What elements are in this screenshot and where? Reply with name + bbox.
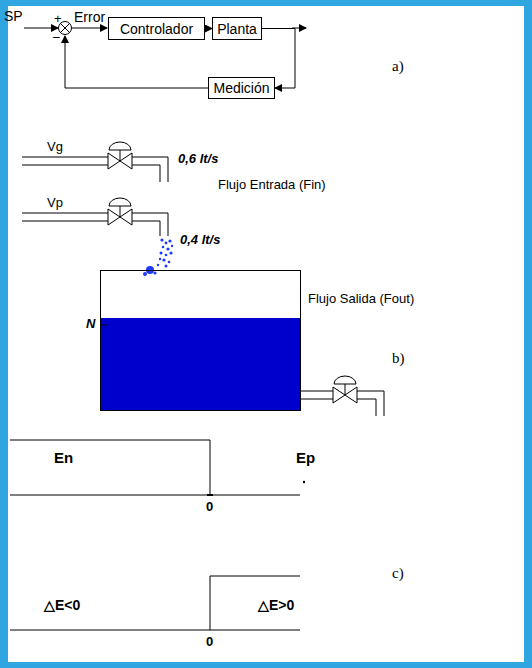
region-name: △E<0	[44, 598, 80, 613]
signal-name: Error	[74, 10, 105, 25]
region-name: Ep	[296, 450, 315, 467]
region-name: △E>0	[258, 598, 294, 613]
panel-letter: a)	[392, 58, 404, 75]
axis-origin: 0	[206, 635, 213, 649]
box-text: Medición	[213, 80, 269, 96]
controller-box: Controlador	[108, 17, 205, 40]
valve-name: Vg	[47, 140, 63, 154]
valve-name: Vp	[47, 196, 63, 210]
flow-name: Flujo Salida (Fout)	[308, 292, 414, 306]
box-text: Planta	[217, 21, 257, 37]
sign-mark: +	[54, 12, 62, 26]
sign-mark: −	[52, 30, 60, 45]
box-text: Controlador	[120, 21, 193, 37]
signal-connector	[205, 28, 212, 29]
panel-letter: c)	[392, 565, 404, 582]
region-name: En	[54, 450, 73, 467]
plant-box: Planta	[212, 17, 262, 40]
axis-origin: 0	[206, 500, 213, 514]
signal-name: SP	[4, 9, 23, 24]
flow-rate: 0,4 lt/s	[180, 233, 220, 247]
level-mark: N	[86, 317, 95, 331]
flow-name: Flujo Entrada (Fin)	[218, 178, 326, 192]
panel-letter: b)	[392, 350, 405, 367]
flow-rate: 0,6 lt/s	[178, 152, 218, 166]
measurement-box: Medición	[208, 77, 275, 99]
